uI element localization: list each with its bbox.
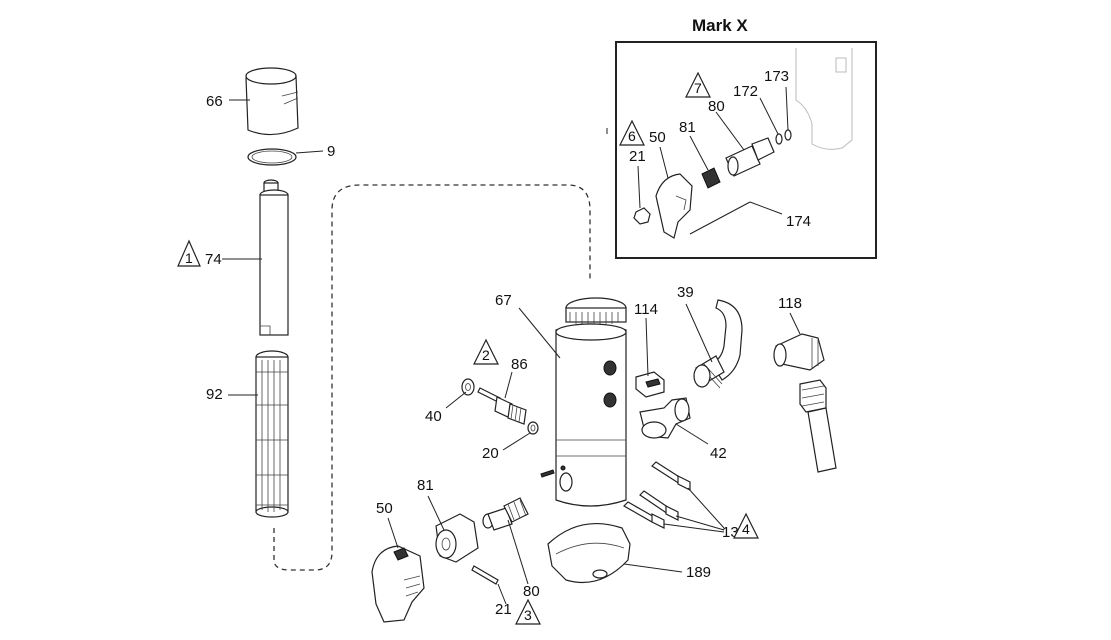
label-74: 74 xyxy=(205,251,222,268)
part-80-cartridge xyxy=(482,497,529,531)
warning-triangle-6-icon: 6 xyxy=(619,119,645,146)
warning-triangle-2-icon: 2 xyxy=(473,338,499,365)
part-20-oring xyxy=(527,421,539,435)
warning-triangle-1-icon: 1 xyxy=(177,239,201,267)
warning-triangle-4-icon: 4 xyxy=(733,512,759,539)
part-189-guard xyxy=(547,522,631,584)
part-134-bolts xyxy=(623,461,691,529)
inset-part-21 xyxy=(633,207,651,225)
inset-part-172 xyxy=(775,133,783,145)
label-66: 66 xyxy=(206,93,223,110)
label-86: 86 xyxy=(511,356,528,373)
inset-174-leader xyxy=(689,201,751,235)
part-50-handle xyxy=(371,545,425,623)
part-pin xyxy=(540,469,555,478)
inset-part-80 xyxy=(725,137,775,177)
label-118: 118 xyxy=(778,295,802,312)
routing-dashed-line xyxy=(273,184,591,571)
inset-title: Mark X xyxy=(692,16,748,35)
inset-label-21: 21 xyxy=(629,148,646,165)
inset-part-173 xyxy=(784,129,792,141)
part-39-hose xyxy=(693,299,743,389)
inset-part-50 xyxy=(655,173,693,239)
part-9-oring xyxy=(247,148,297,166)
inset-label-172: 172 xyxy=(733,83,758,100)
label-9: 9 xyxy=(327,143,335,160)
inset-label-174: 174 xyxy=(786,213,811,230)
part-66-cap xyxy=(245,67,299,136)
label-80: 80 xyxy=(523,583,540,600)
part-21-pin xyxy=(471,565,499,585)
part-67-pump-body xyxy=(555,297,627,507)
svg-text:2: 2 xyxy=(482,347,490,363)
part-81-ratchet xyxy=(435,513,479,563)
svg-text:3: 3 xyxy=(524,607,532,623)
svg-text:6: 6 xyxy=(628,128,636,144)
part-42-elbow xyxy=(639,397,691,439)
inset-label-80: 80 xyxy=(708,98,725,115)
part-118-elbow-hose xyxy=(773,333,837,473)
label-40: 40 xyxy=(425,408,442,425)
part-86-valve xyxy=(477,387,527,425)
part-92-filter xyxy=(255,350,289,518)
svg-text:7: 7 xyxy=(694,80,702,96)
label-39: 39 xyxy=(677,284,694,301)
label-189: 189 xyxy=(686,564,711,581)
label-21: 21 xyxy=(495,601,512,618)
inset-label-81: 81 xyxy=(679,119,696,136)
inset-part-81 xyxy=(701,167,721,189)
part-114-fitting xyxy=(635,371,665,398)
inset-label-50: 50 xyxy=(649,129,666,146)
label-114: 114 xyxy=(634,301,658,318)
svg-text:4: 4 xyxy=(742,521,750,537)
inset-housing-outline xyxy=(795,48,853,150)
inset-label-173: 173 xyxy=(764,68,789,85)
label-92: 92 xyxy=(206,386,223,403)
label-67: 67 xyxy=(495,292,512,309)
warning-triangle-3-icon: 3 xyxy=(515,598,541,625)
label-50: 50 xyxy=(376,500,393,517)
label-20: 20 xyxy=(482,445,499,462)
warning-triangle-7-icon: 7 xyxy=(685,71,711,98)
label-81: 81 xyxy=(417,477,434,494)
part-74-tube xyxy=(259,179,289,336)
part-40-washer xyxy=(461,378,475,396)
svg-text:1: 1 xyxy=(185,250,193,266)
label-42: 42 xyxy=(710,445,727,462)
